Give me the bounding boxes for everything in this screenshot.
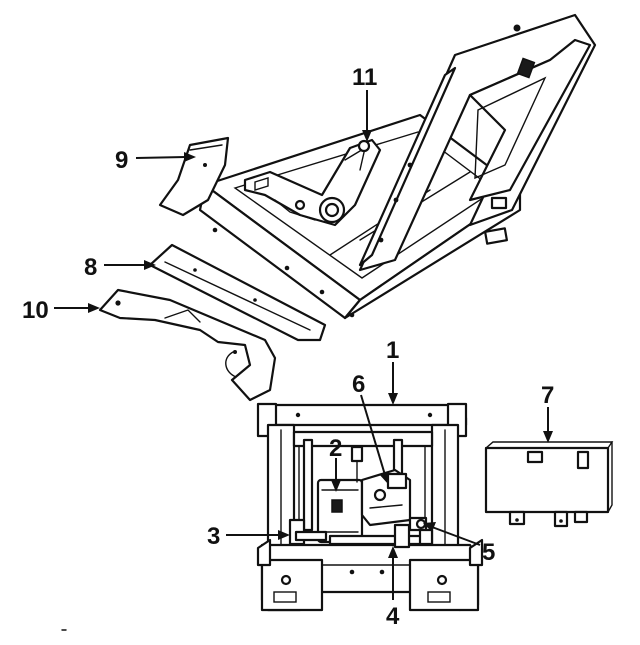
callout-6: 6 [352, 371, 365, 398]
callout-8: 8 [84, 254, 97, 281]
callout-9: 9 [115, 147, 128, 174]
callout-2: 2 [329, 435, 342, 462]
callout-4: 4 [386, 603, 400, 630]
track-cover [148, 243, 327, 342]
callout-5: 5 [482, 539, 495, 566]
callout-10: 10 [22, 297, 49, 324]
leaders [54, 90, 553, 600]
seat-frame [198, 13, 597, 320]
drive-cables [288, 516, 434, 549]
control-module [484, 441, 614, 528]
callout-11: 11 [352, 64, 377, 91]
side-trim [158, 136, 230, 217]
callout-3: 3 [207, 523, 220, 550]
side-shield [98, 288, 277, 402]
seat-adjuster-track [256, 402, 484, 612]
callout-7: 7 [541, 382, 554, 409]
recliner-hinge [243, 138, 382, 227]
callout-1: 1 [386, 337, 399, 364]
